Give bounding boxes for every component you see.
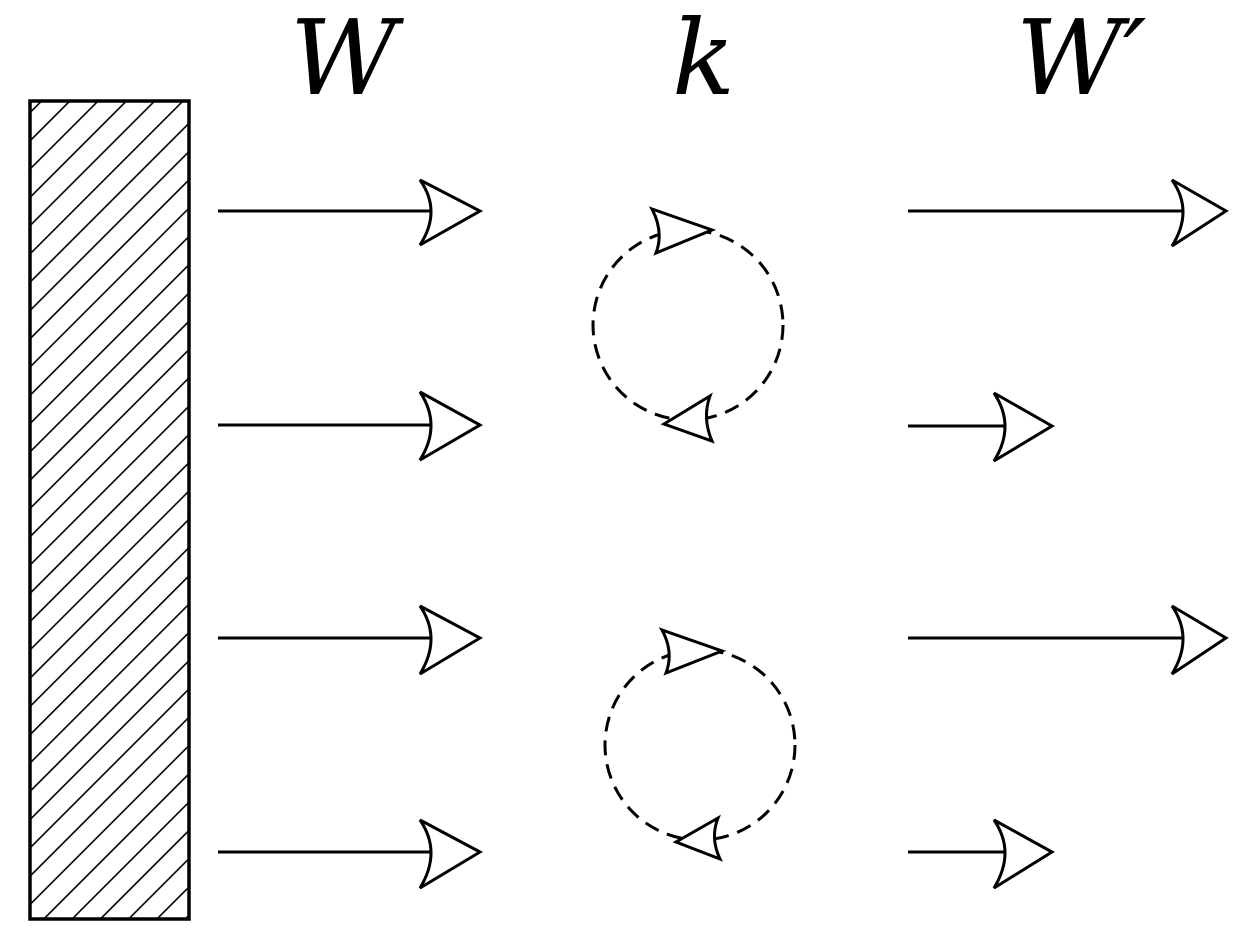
incoming-arrow	[218, 818, 484, 890]
vortex	[603, 627, 797, 862]
vortex	[591, 206, 785, 444]
outgoing-arrow-long	[908, 178, 1229, 248]
outgoing-arrow-short	[908, 391, 1055, 463]
coupling-label: k	[672, 0, 736, 119]
incoming-flow-label: W	[290, 0, 397, 119]
outgoing-flow-label: W′	[1016, 0, 1147, 119]
incoming-arrow	[218, 178, 484, 247]
outgoing-arrow-long	[908, 604, 1229, 676]
outgoing-arrow-short	[908, 818, 1055, 890]
incoming-arrow	[218, 604, 484, 676]
hatched-wall	[28, 99, 191, 921]
incoming-arrow	[218, 390, 484, 462]
